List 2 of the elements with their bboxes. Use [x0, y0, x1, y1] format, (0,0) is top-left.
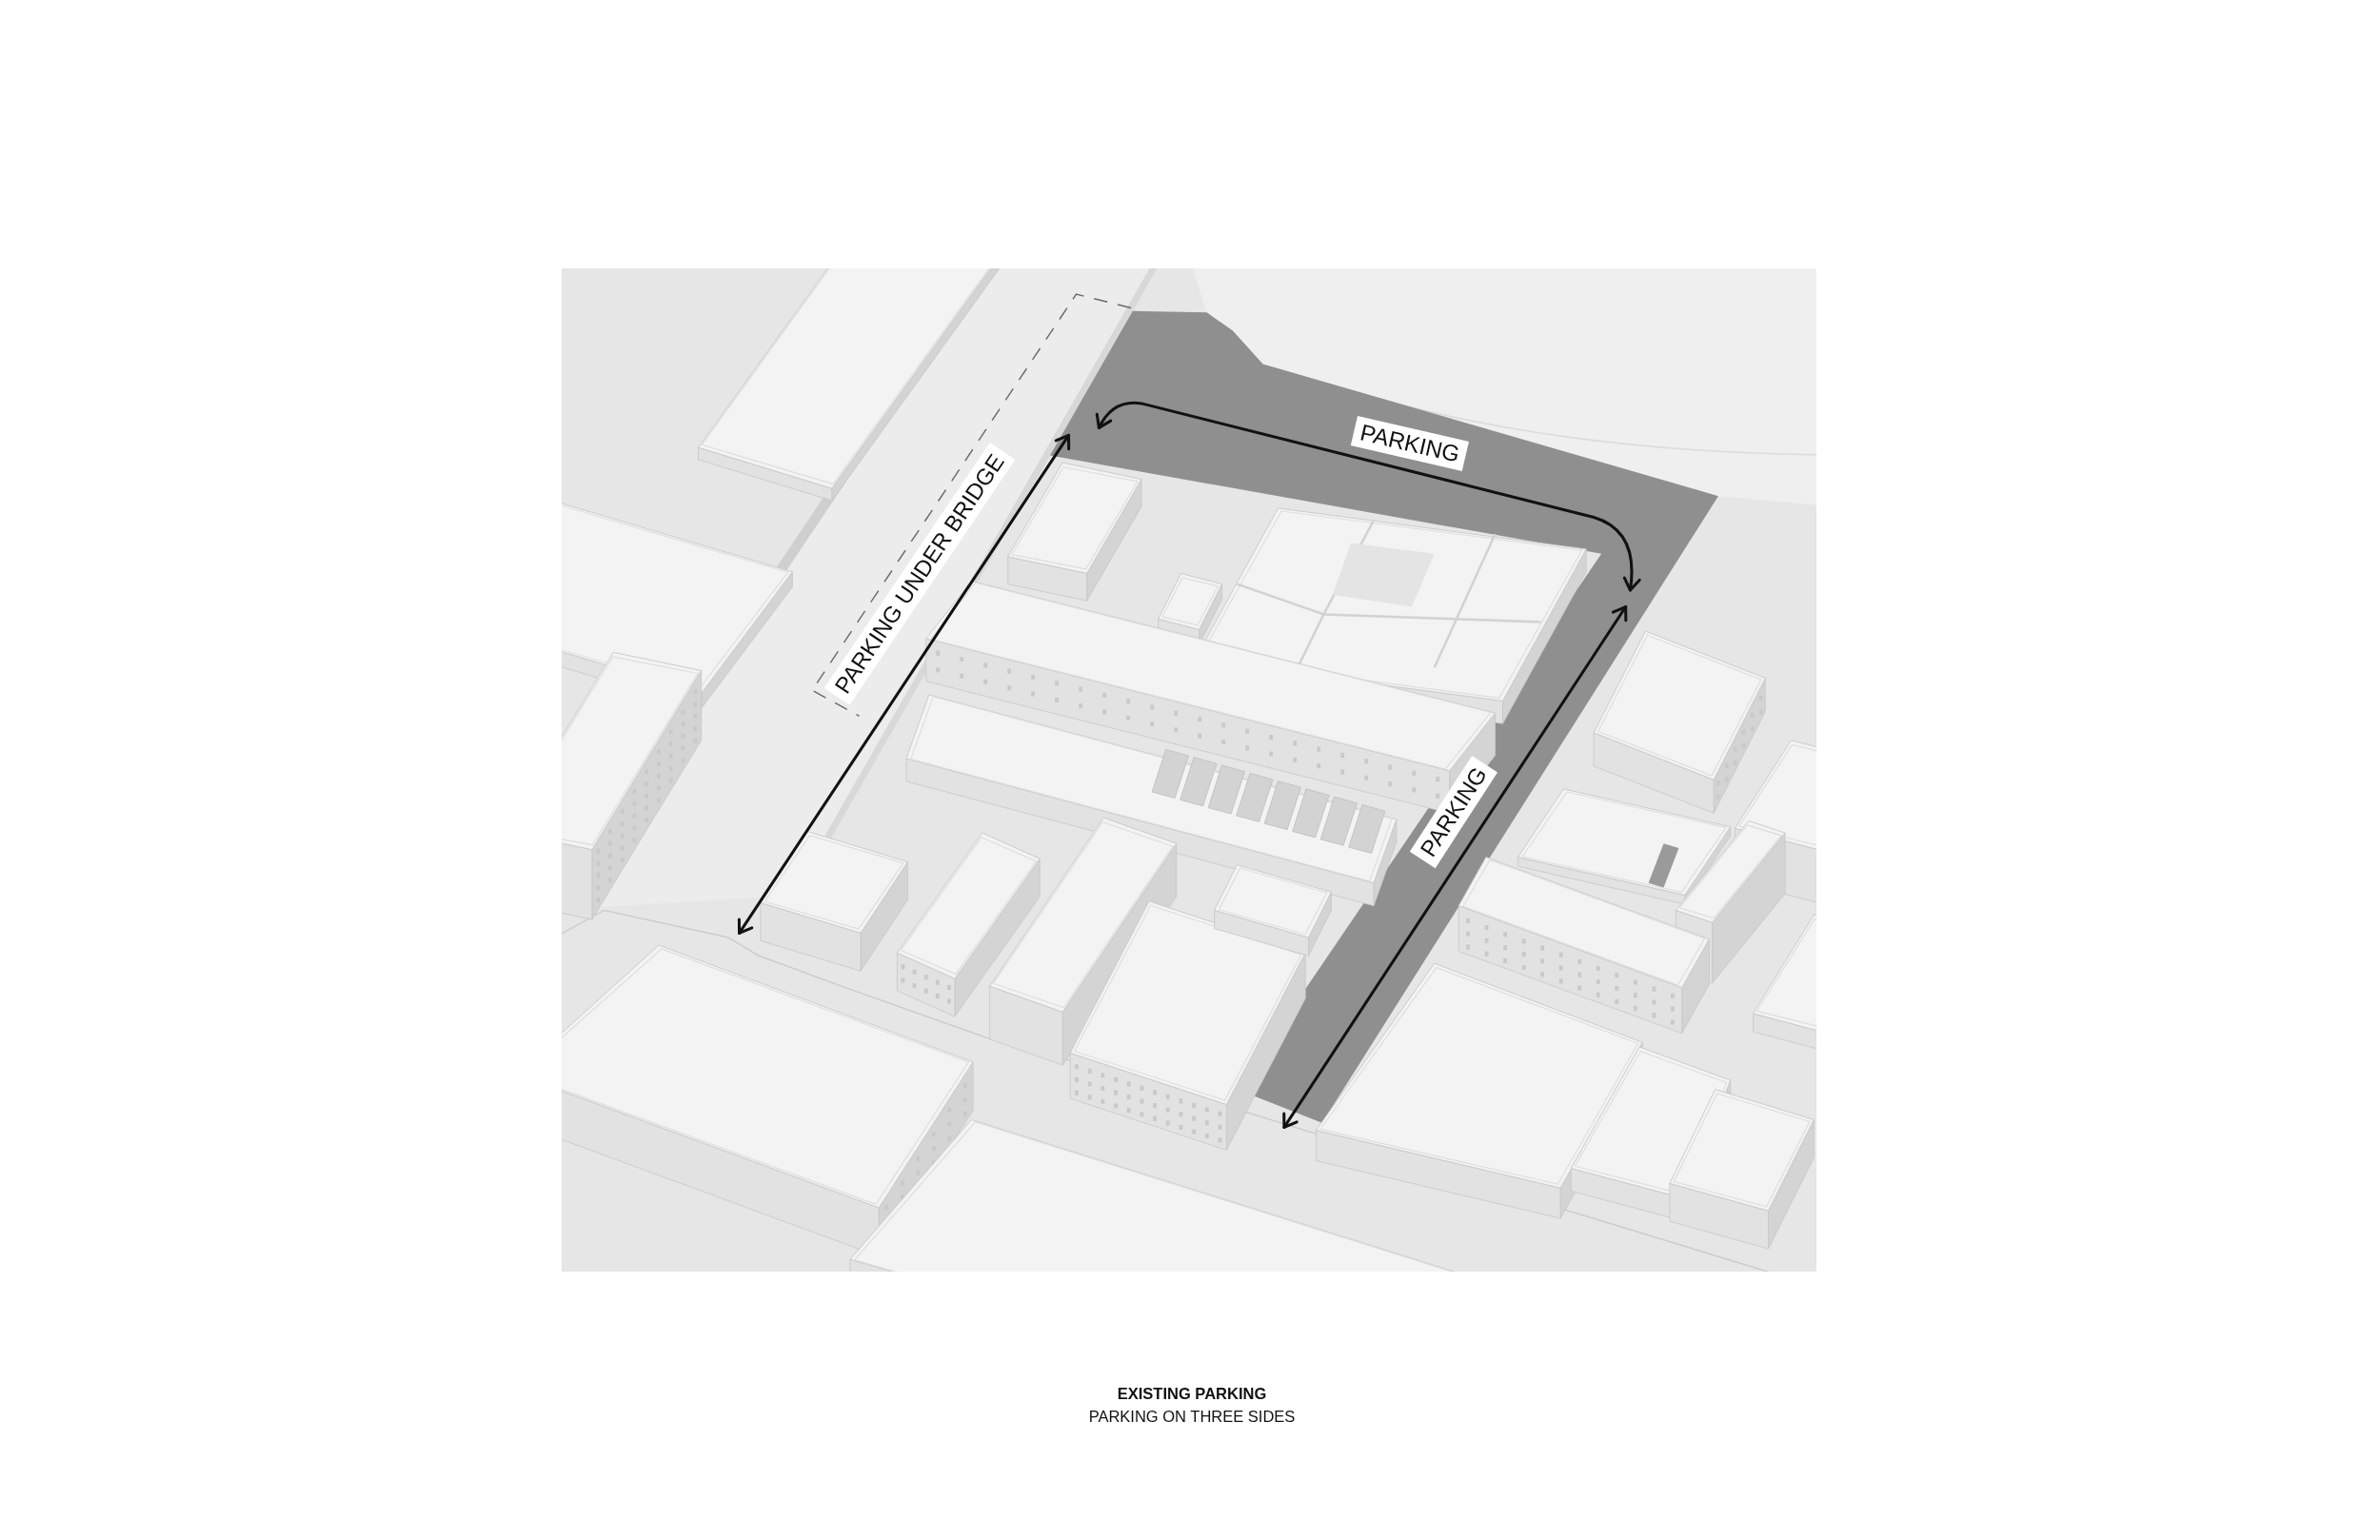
- figure-caption: PARKING ON THREE SIDES: [1088, 1407, 1296, 1426]
- figure-title: EXISTING PARKING: [1117, 1384, 1267, 1403]
